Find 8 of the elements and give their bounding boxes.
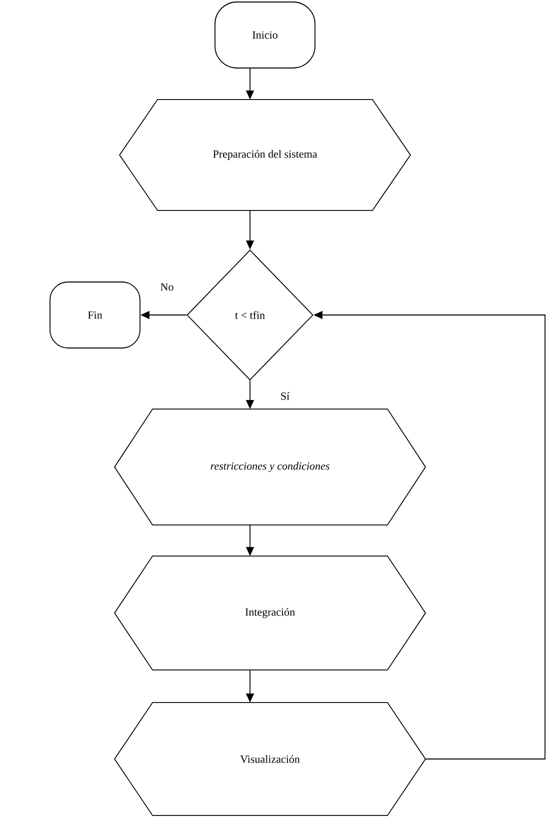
terminal-box: Inicio	[214, 2, 316, 68]
terminal-box: Fin	[50, 282, 140, 348]
process-hexagon: Integración	[114, 556, 426, 670]
edge-label: No	[159, 282, 175, 292]
process-hexagon: Preparación del sistema	[119, 99, 411, 211]
edge-label: Sí	[279, 391, 291, 401]
process-hexagon: restricciones y condiciones	[114, 408, 426, 526]
process-hexagon: Visualización	[114, 702, 426, 816]
